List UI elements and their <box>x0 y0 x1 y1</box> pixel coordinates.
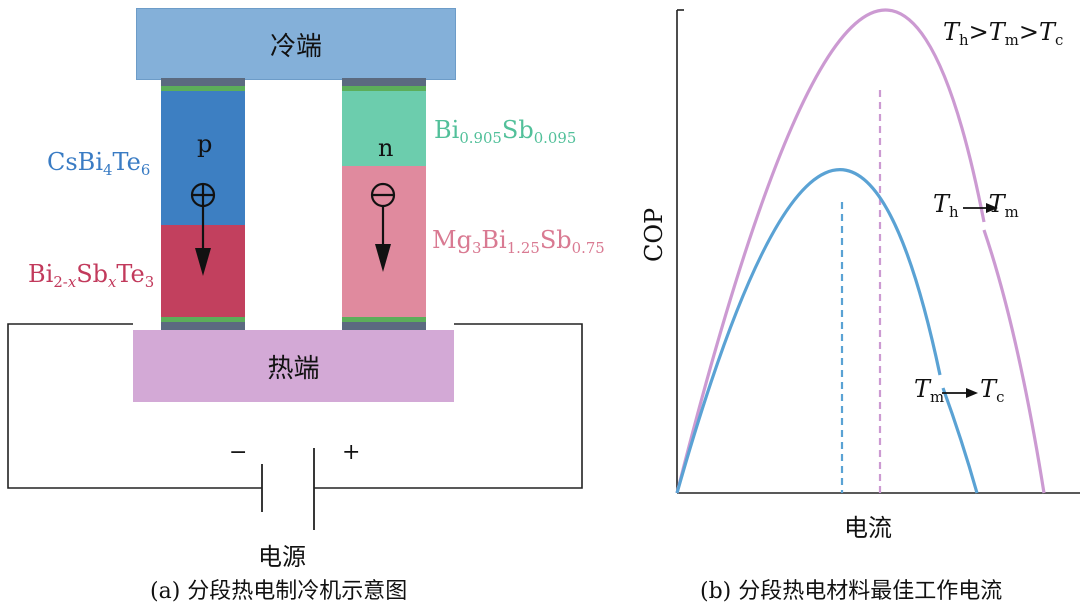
cop-current-plot <box>675 8 1080 494</box>
hole-drift-arrow-icon <box>195 206 211 276</box>
upper-label-arrow-icon <box>963 203 998 213</box>
n-bottom-contact <box>342 317 426 322</box>
n-lower-material-label: Mg3Bi1.25Sb0.75 <box>432 226 605 258</box>
p-lower-material-label: Bi2-xSbxTe3 <box>28 260 155 292</box>
panel-a-caption: (a) 分段热电制冷机示意图 <box>150 579 408 604</box>
n-upper-material-label: Bi0.905Sb0.095 <box>434 116 577 148</box>
plot-axes <box>676 9 1080 494</box>
electron-carrier-icon <box>370 182 396 208</box>
carrier-symbols <box>190 182 396 276</box>
electron-drift-arrow-icon <box>375 206 391 272</box>
hot-end-plate: 热端 <box>133 330 454 402</box>
hole-carrier-icon <box>190 182 216 208</box>
cold-end-plate: 冷端 <box>136 8 456 80</box>
plus-sign: + <box>342 440 361 465</box>
upper-cop-curve-right <box>982 229 1046 494</box>
lower-label-arrow-icon <box>942 388 978 398</box>
p-bottom-electrode <box>161 322 245 330</box>
y-axis-label: COP <box>640 207 668 262</box>
upper-cop-curve-left <box>675 8 986 494</box>
panel-b-caption: (b) 分段热电材料最佳工作电流 <box>700 579 1003 604</box>
lower-cop-curve-left <box>675 168 942 494</box>
circuit-wires <box>7 323 583 530</box>
cold-end-label: 冷端 <box>269 31 322 62</box>
n-leg-label: n <box>378 134 394 162</box>
n-top-contact <box>342 86 426 91</box>
power-source-label: 电源 <box>258 543 306 571</box>
hot-end-label: 热端 <box>267 353 320 384</box>
x-axis-label: 电流 <box>844 514 892 542</box>
n-top-electrode <box>342 78 426 86</box>
n-bottom-electrode <box>342 322 426 330</box>
p-upper-material-label: CsBi4Te6 <box>47 148 151 180</box>
lower-cop-curve-right <box>941 387 979 494</box>
p-top-electrode <box>161 78 245 86</box>
p-bottom-contact <box>161 317 245 322</box>
p-top-contact <box>161 86 245 91</box>
p-leg-label: p <box>197 130 213 158</box>
minus-sign: − <box>229 440 248 465</box>
n-leg-upper-segment <box>342 91 426 166</box>
temperature-condition-label: Th>Tm>Tc <box>943 18 1064 50</box>
